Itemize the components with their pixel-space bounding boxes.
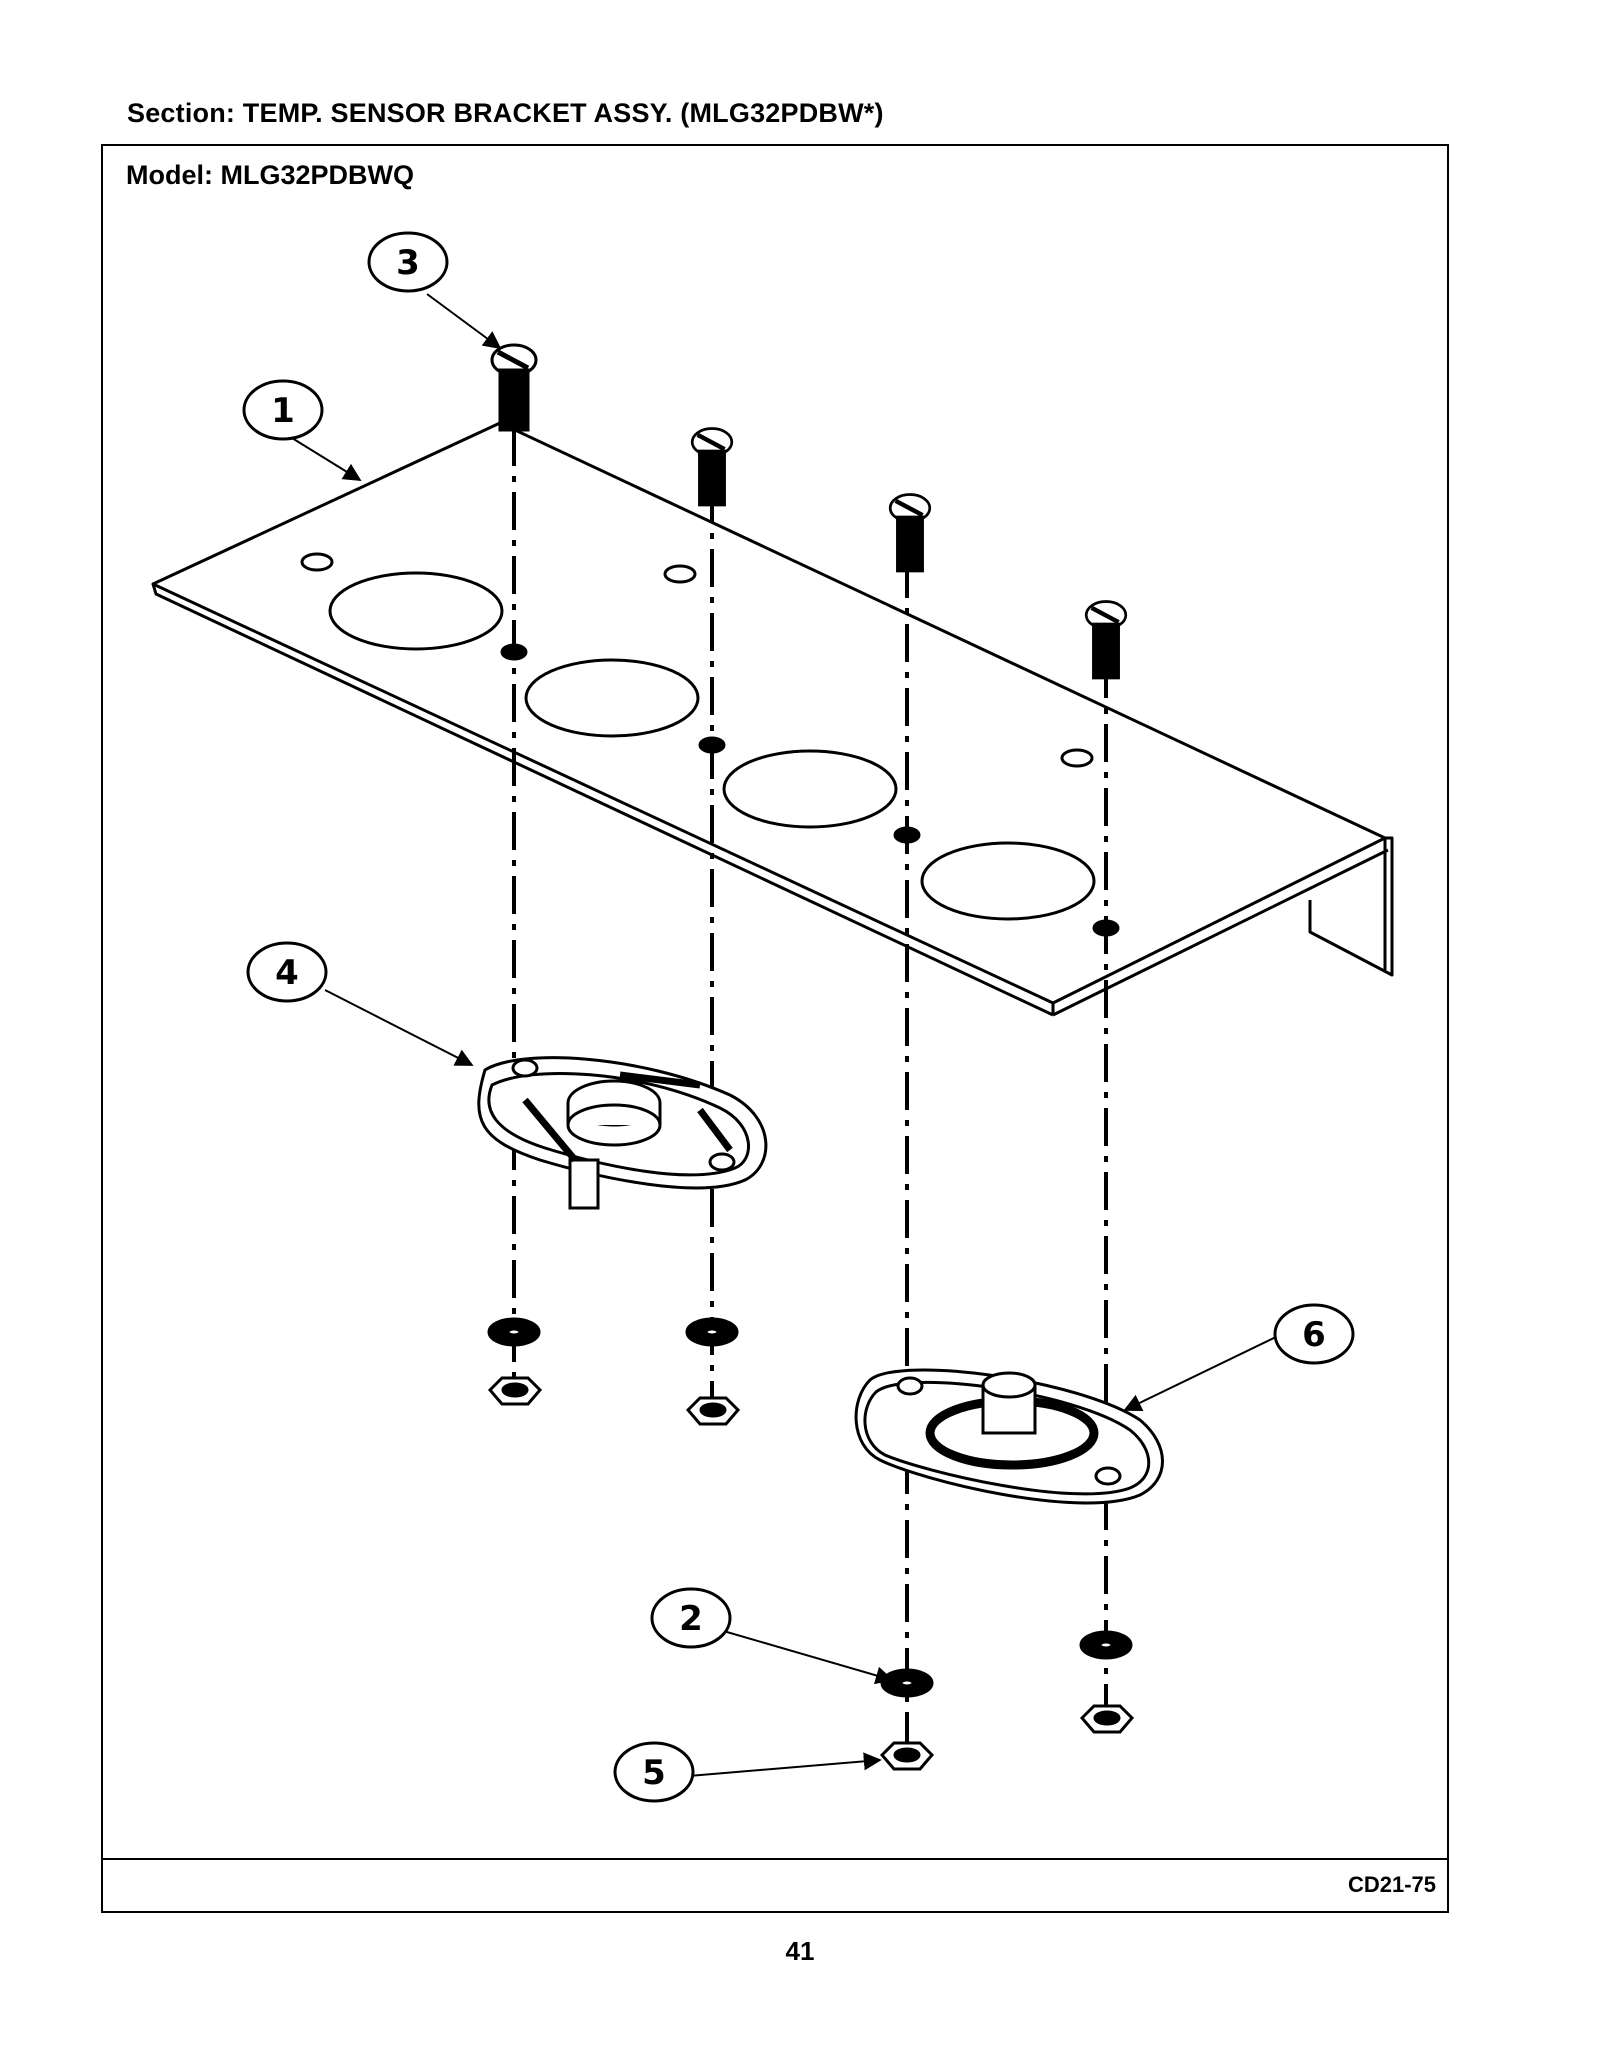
callout-6: 6	[1273, 1303, 1355, 1365]
callout-2: 2	[650, 1587, 732, 1649]
washer	[685, 1317, 739, 1347]
model-title: Model: MLG32PDBWQ	[126, 160, 414, 190]
thermostat-part-6	[854, 1368, 1164, 1505]
hex-nut	[1079, 1704, 1135, 1734]
callout-1-label: 1	[271, 391, 295, 431]
assembly-centerlines	[512, 428, 1108, 1770]
callout-1: 1	[242, 379, 324, 441]
callout-3-label: 3	[396, 243, 420, 283]
callout-3: 3	[367, 231, 449, 293]
mounting-screws	[490, 343, 1128, 680]
callout-leaders	[291, 293, 1281, 1779]
page-number: 41	[785, 1936, 815, 1966]
thermostat-part-4	[477, 1056, 768, 1210]
callout-4: 4	[246, 941, 328, 1003]
diagram-frame	[101, 144, 1449, 1913]
section-title: Section: TEMP. SENSOR BRACKET ASSY. (MLG…	[127, 98, 884, 128]
callout-6-label: 6	[1302, 1315, 1326, 1355]
sensor-bracket-plate	[151, 421, 1394, 1017]
washers-and-nuts	[487, 1317, 1135, 1771]
callout-5-label: 5	[642, 1753, 666, 1793]
callout-5: 5	[613, 1741, 695, 1803]
callout-4-label: 4	[275, 953, 299, 993]
hex-nut	[879, 1741, 935, 1771]
washer	[487, 1317, 541, 1347]
hex-nut	[487, 1376, 543, 1406]
callout-2-label: 2	[679, 1599, 703, 1639]
hex-nut	[685, 1396, 741, 1426]
footer-divider	[101, 1858, 1449, 1860]
washer	[1079, 1630, 1133, 1660]
washer	[880, 1668, 934, 1698]
diagram-code: CD21-75	[1347, 1872, 1436, 1897]
